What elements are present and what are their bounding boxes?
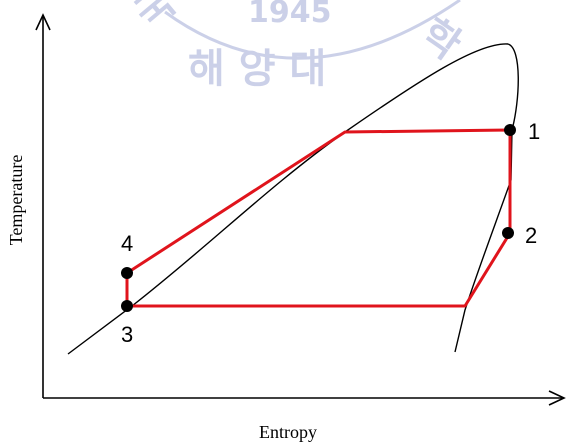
- y-axis-label: Temperature: [6, 155, 26, 246]
- state-label-3: 3: [121, 322, 133, 347]
- axes: [35, 13, 566, 406]
- watermark-name: 해 양 대: [188, 46, 326, 92]
- x-axis-arrow: [548, 390, 566, 406]
- state-label-4: 4: [121, 231, 133, 256]
- x-axis-label: Entropy: [259, 422, 317, 442]
- watermark-year: 1945: [248, 0, 332, 30]
- y-axis-arrow: [35, 13, 51, 31]
- state-point-1: [504, 124, 516, 136]
- watermark-left-char-1: 국: [127, 0, 185, 38]
- state-points: [121, 124, 516, 312]
- watermark: 1945 국 수 해 양 대 학: [93, 0, 469, 92]
- cycle-path: [125, 128, 512, 308]
- state-label-1: 1: [528, 119, 540, 144]
- state-point-2: [502, 227, 514, 239]
- state-point-4: [121, 267, 133, 279]
- watermark-arc: [164, 0, 461, 60]
- state-point-3: [121, 300, 133, 312]
- watermark-right-char: 학: [412, 11, 469, 70]
- state-label-2: 2: [525, 223, 537, 248]
